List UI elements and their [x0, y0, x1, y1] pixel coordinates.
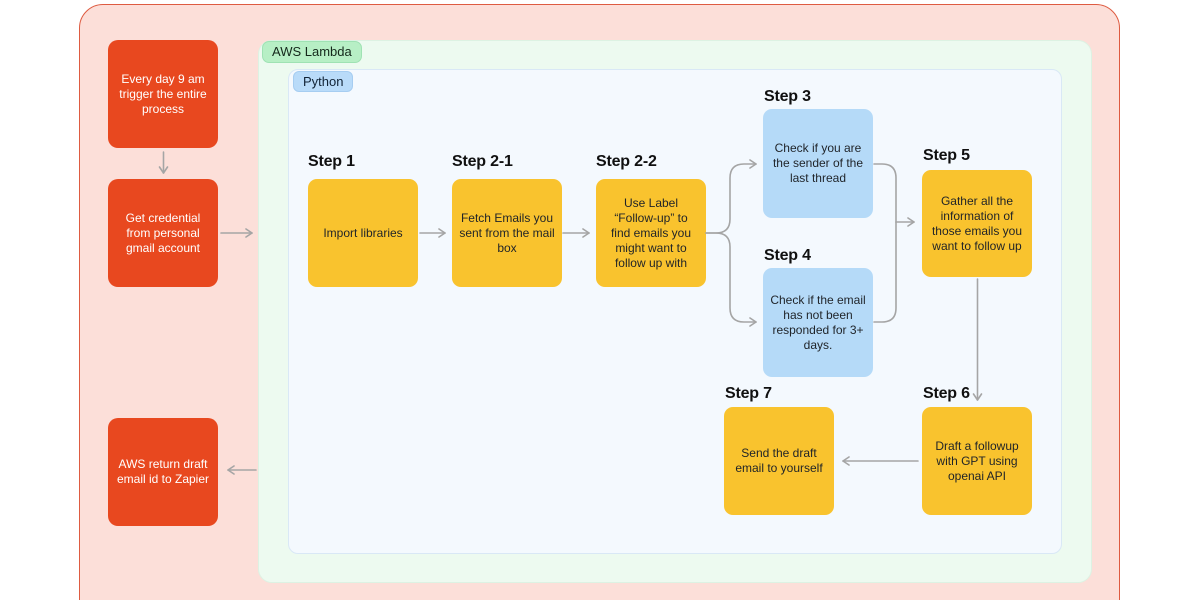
node-step-2-2: Use Label “Follow-up” to find emails you… — [596, 179, 706, 287]
node-trigger-text: Every day 9 am trigger the entire proces… — [119, 71, 207, 116]
node-step-7-text: Send the draft email to yourself — [735, 446, 823, 475]
node-step-5: Gather all the information of those emai… — [922, 170, 1032, 277]
node-step-4-text: Check if the email has not been responde… — [770, 292, 866, 352]
node-trigger: Every day 9 am trigger the entire proces… — [108, 40, 218, 148]
step-4-title: Step 4 — [764, 247, 811, 264]
aws-lambda-label: AWS Lambda — [262, 41, 362, 63]
node-step-2-2-text: Use Label “Follow-up” to find emails you… — [610, 195, 692, 270]
node-step-2-1-text: Fetch Emails you sent from the mail box — [459, 210, 555, 255]
node-aws-return: AWS return draft email id to Zapier — [108, 418, 218, 526]
step-2-2-title: Step 2-2 — [596, 153, 657, 170]
node-step-4: Check if the email has not been responde… — [763, 268, 873, 377]
node-step-2-1: Fetch Emails you sent from the mail box — [452, 179, 562, 287]
step-1-title: Step 1 — [308, 153, 355, 170]
step-7-title: Step 7 — [725, 385, 772, 402]
node-get-credential: Get credential from personal gmail accou… — [108, 179, 218, 287]
node-step-3: Check if you are the sender of the last … — [763, 109, 873, 218]
step-6-title: Step 6 — [923, 385, 970, 402]
step-5-title: Step 5 — [923, 147, 970, 164]
node-step-3-text: Check if you are the sender of the last … — [772, 141, 864, 185]
node-get-credential-text: Get credential from personal gmail accou… — [125, 210, 201, 255]
node-step-1-text: Import libraries — [323, 225, 403, 240]
step-3-title: Step 3 — [764, 88, 811, 105]
node-step-1: Import libraries — [308, 179, 418, 287]
node-aws-return-text: AWS return draft email id to Zapier — [116, 457, 210, 486]
python-label: Python — [293, 71, 354, 92]
node-step-6: Draft a followup with GPT using openai A… — [922, 407, 1032, 515]
node-step-7: Send the draft email to yourself — [724, 407, 834, 515]
node-step-5-text: Gather all the information of those emai… — [931, 193, 1023, 253]
node-step-6-text: Draft a followup with GPT using openai A… — [935, 438, 1019, 483]
step-2-1-title: Step 2-1 — [452, 153, 513, 170]
